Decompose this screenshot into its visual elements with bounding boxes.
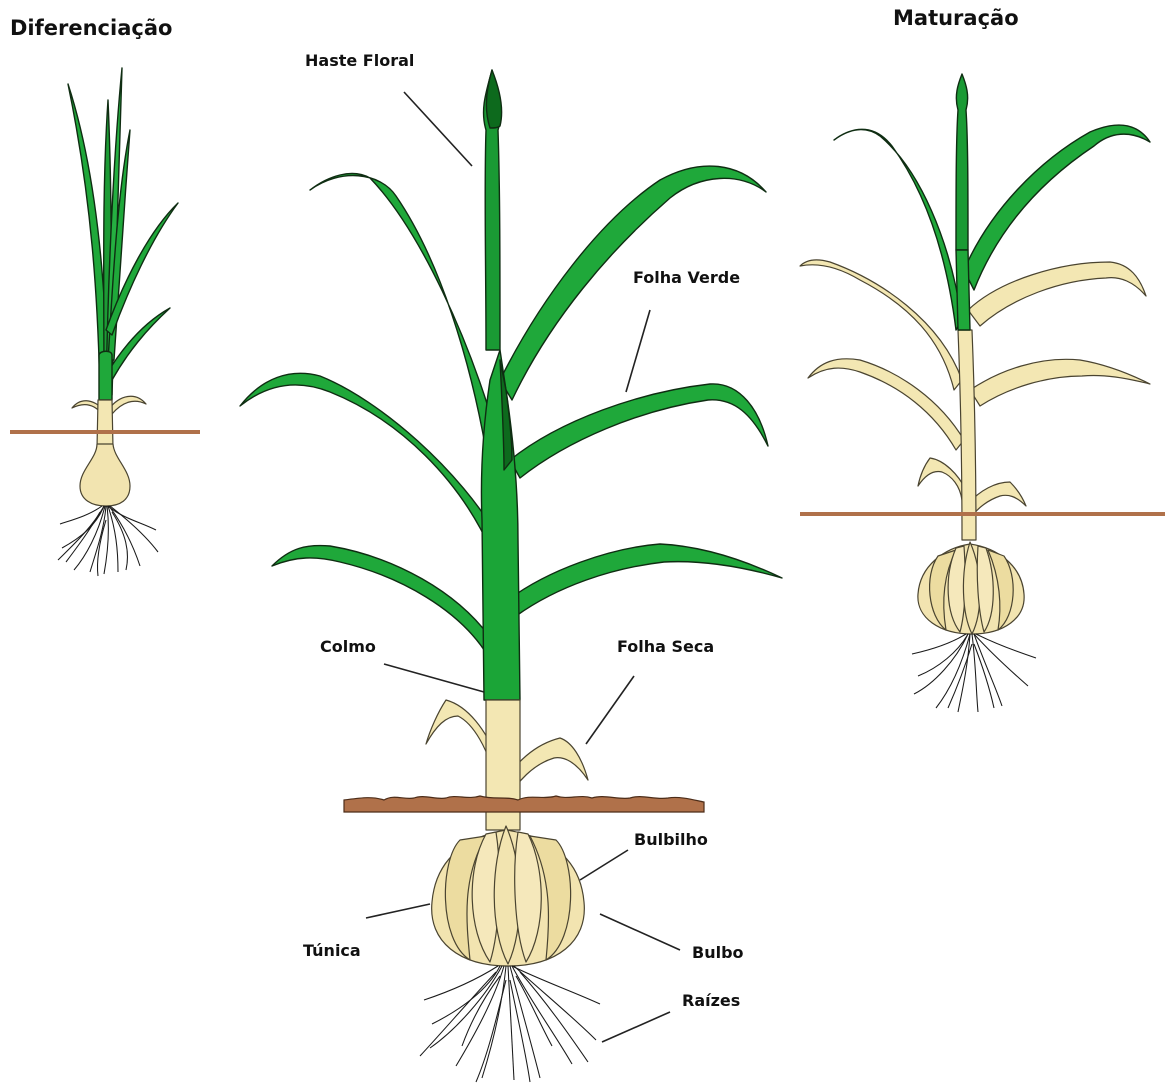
middle-leaf-left	[240, 373, 500, 552]
young-dry-leaf-right	[108, 396, 146, 414]
differentiation-title: Diferenciação	[10, 16, 172, 40]
soil-line-center	[344, 796, 704, 812]
leader-folha-verde	[626, 310, 650, 392]
maturation-stage-plant: Maturação	[800, 6, 1165, 712]
mature-dry-leaf-1-right	[968, 262, 1146, 326]
differentiation-stage-plant: Diferenciação	[10, 16, 200, 576]
maturation-title: Maturação	[893, 6, 1019, 30]
leader-colmo	[384, 664, 484, 692]
label-bulbo: Bulbo	[692, 943, 744, 962]
upper-leaf-left	[310, 174, 498, 450]
soil-line-left	[10, 430, 200, 434]
label-colmo: Colmo	[320, 637, 376, 656]
mature-dry-leaf-3-left	[918, 458, 966, 500]
main-stem	[481, 350, 520, 700]
flower-bud	[486, 70, 501, 128]
leader-raizes	[602, 1012, 670, 1042]
main-bulb	[432, 826, 585, 966]
mature-flower-stalk	[956, 74, 968, 250]
label-folha-seca: Folha Seca	[617, 637, 714, 656]
main-roots	[420, 966, 600, 1082]
lower-leaf-right	[508, 544, 782, 616]
lower-leaf-left	[272, 546, 496, 656]
soil-line-right	[800, 512, 1165, 516]
leader-bulbo	[600, 914, 680, 950]
mature-dry-leaf-2-left	[808, 359, 964, 450]
mature-stem	[958, 330, 976, 540]
middle-leaf-right	[510, 384, 768, 478]
leader-haste-floral	[404, 92, 472, 166]
young-bulb	[80, 444, 130, 506]
mature-bulb	[918, 542, 1024, 634]
young-stem	[99, 351, 112, 400]
mature-dry-leaf-3-right	[968, 482, 1026, 516]
label-folha-verde: Folha Verde	[633, 268, 740, 287]
label-tunica: Túnica	[303, 941, 361, 960]
young-roots	[58, 506, 158, 576]
label-raizes: Raízes	[682, 991, 740, 1010]
leader-bulbilho	[580, 850, 628, 880]
young-leaf-left-1	[68, 84, 108, 395]
label-haste-floral: Haste Floral	[305, 51, 414, 70]
young-neck	[97, 400, 113, 448]
mature-dry-leaf-2-right	[970, 359, 1150, 406]
mature-stem-green-top	[956, 250, 970, 330]
leader-folha-seca	[586, 676, 634, 744]
leader-tunica	[366, 904, 430, 918]
mature-roots	[912, 634, 1036, 712]
main-plant	[240, 70, 782, 1082]
label-bulbilho: Bulbilho	[634, 830, 708, 849]
